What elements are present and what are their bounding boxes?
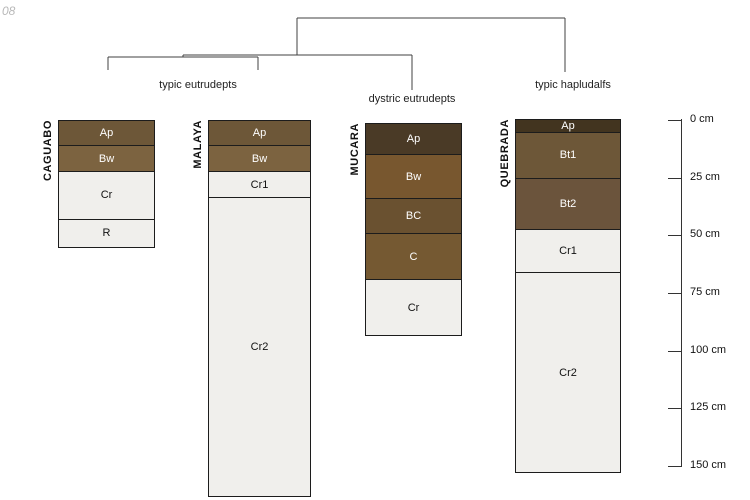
depth-tick-label: 50 cm <box>690 228 720 241</box>
horizon-bt2: Bt2 <box>515 177 621 230</box>
horizon-cr2: Cr2 <box>515 271 621 474</box>
horizon-label: Bw <box>98 152 115 165</box>
profile-name-malaya: MALAYA <box>192 120 204 169</box>
watermark-text: 08 <box>2 4 16 18</box>
depth-tick <box>668 120 681 121</box>
group-label-typic-eutrudepts: typic eutrudepts <box>159 79 237 91</box>
horizon-label: Ap <box>406 133 421 146</box>
horizon-cr1: Cr1 <box>515 228 621 273</box>
horizon-bw: Bw <box>365 154 462 200</box>
group-label-typic-hapludalfs: typic hapludalfs <box>535 79 611 91</box>
horizon-cr1: Cr1 <box>208 171 311 199</box>
horizon-c: C <box>365 232 462 281</box>
horizon-ap: Ap <box>208 120 311 147</box>
horizon-label: BC <box>405 210 422 223</box>
horizon-label: Cr2 <box>250 340 269 353</box>
horizon-ap: Ap <box>365 122 462 156</box>
horizon-label: Ap <box>252 127 267 140</box>
horizon-ap: Ap <box>515 118 621 133</box>
profile-name-mucara: MUCARA <box>349 122 361 176</box>
profile-name-caguabo: CAGUABO <box>42 120 54 182</box>
depth-tick <box>668 408 681 410</box>
depth-tick <box>668 293 681 294</box>
horizon-cr2: Cr2 <box>208 197 311 497</box>
depth-axis-line <box>681 119 682 467</box>
depth-tick-label: 0 cm <box>690 113 714 125</box>
horizon-label: Cr1 <box>250 178 269 191</box>
horizon-label: Cr2 <box>559 366 577 379</box>
horizon-label: Cr <box>100 189 113 202</box>
horizon-bw: Bw <box>208 145 311 173</box>
horizon-label: Cr <box>407 301 420 314</box>
depth-tick <box>668 235 681 237</box>
horizon-label: Cr1 <box>559 244 577 257</box>
horizon-label: Bt1 <box>559 149 577 162</box>
dendrogram-lines <box>107 17 566 90</box>
depth-tick-label: 100 cm <box>690 343 727 356</box>
depth-tick-label: 125 cm <box>690 401 727 414</box>
depth-tick-label: 75 cm <box>690 286 720 298</box>
horizon-cr: Cr <box>58 171 155 220</box>
horizon-label: R <box>102 227 111 240</box>
horizon-cr: Cr <box>365 279 462 336</box>
horizon-label: Ap <box>99 127 114 140</box>
horizon-label: Bw <box>251 152 268 165</box>
horizon-ap: Ap <box>58 120 155 147</box>
depth-tick <box>668 466 681 467</box>
profile-name-quebrada: QUEBRADA <box>499 118 511 188</box>
horizon-bt1: Bt1 <box>515 131 621 179</box>
horizon-label: C <box>409 250 418 263</box>
horizon-label: Bw <box>405 170 422 183</box>
depth-tick-label: 150 cm <box>690 459 727 471</box>
depth-tick <box>668 350 681 352</box>
horizon-r: R <box>58 218 155 248</box>
horizon-bc: BC <box>365 198 462 234</box>
depth-tick <box>668 177 681 179</box>
horizon-label: Bt2 <box>559 197 577 210</box>
depth-tick-label: 25 cm <box>690 170 720 183</box>
horizon-bw: Bw <box>58 145 155 173</box>
group-label-dystric-eutrudepts: dystric eutrudepts <box>368 93 456 105</box>
horizon-label: Ap <box>561 119 575 132</box>
